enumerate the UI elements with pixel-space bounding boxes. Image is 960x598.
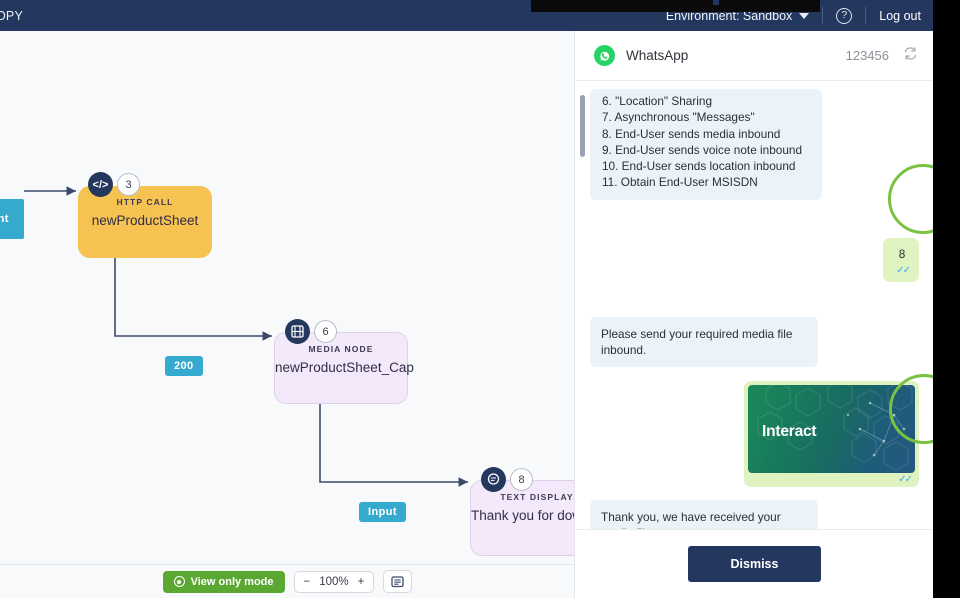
help-icon[interactable]: ? <box>836 7 853 24</box>
chat-simulator-panel: WhatsApp 123456 6. "Location" Sharing 7. <box>576 31 933 598</box>
media-brand-label: Interact <box>762 423 817 441</box>
node-title: newProductSheet_Cap <box>275 360 414 375</box>
media-film-icon <box>285 319 310 344</box>
zoom-in-button[interactable]: + <box>357 575 365 588</box>
chat-message-media[interactable]: Interact ✓✓ <box>744 381 919 488</box>
edge-label-incoming[interactable]: ent <box>0 199 24 239</box>
list-item: 11. Obtain End-User MSISDN <box>602 175 758 190</box>
node-step-number: 3 <box>117 173 140 196</box>
chat-footer: Dismiss <box>576 529 933 598</box>
chat-bubble-icon <box>481 467 506 492</box>
chat-message-incoming: Please send your required media file inb… <box>590 316 818 368</box>
read-receipt-icon: ✓✓ <box>898 474 913 486</box>
node-title: newProductSheet <box>91 213 199 228</box>
page-title: OPY <box>0 8 23 23</box>
view-only-mode-button[interactable]: View only mode <box>162 570 285 593</box>
media-thumbnail: Interact <box>748 385 915 474</box>
divider <box>822 7 824 24</box>
fit-to-screen-button[interactable] <box>383 570 413 593</box>
edge-label-200[interactable]: 200 <box>165 356 203 376</box>
list-item: 10. End-User sends location inbound <box>602 159 796 174</box>
node-kind-label: HTTP CALL <box>116 197 174 207</box>
menu-option-list: 6. "Location" Sharing 7. Asynchronous "M… <box>602 93 810 191</box>
list-item: 7. Asynchronous "Messages" <box>602 110 755 125</box>
list-item: 9. End-User sends voice note inbound <box>602 142 803 157</box>
flow-canvas[interactable]: ent </> 3 HTTP CALL newProductSheet 200 <box>0 31 575 598</box>
refresh-icon[interactable] <box>902 45 919 67</box>
canvas-toolbar: View only mode − 100% + <box>0 564 574 598</box>
chat-message-outgoing: 8 ✓✓ <box>883 237 919 282</box>
chat-header: WhatsApp 123456 <box>576 31 933 81</box>
list-item: 8. End-User sends media inbound <box>602 126 781 141</box>
edge-label-input[interactable]: Input <box>359 502 406 522</box>
chat-row-outgoing: 8 ✓✓ <box>590 237 919 282</box>
whatsapp-icon <box>594 45 615 66</box>
node-title: Thank you for downloading the C <box>471 508 574 523</box>
environment-selector[interactable]: Environment: Sandbox <box>665 8 810 23</box>
zoom-out-button[interactable]: − <box>303 575 311 588</box>
zoom-controls: − 100% + <box>293 570 375 593</box>
chat-message-text: Please send your required media file inb… <box>601 326 793 357</box>
chat-scrollbar[interactable] <box>578 81 585 529</box>
top-header-controls: Environment: Sandbox ? Log out <box>666 0 933 31</box>
node-badges: </> 3 <box>88 172 140 197</box>
screen-edge-mask <box>933 0 960 598</box>
zoom-level-label: 100% <box>319 575 349 588</box>
code-icon: </> <box>88 172 113 197</box>
node-kind-label: MEDIA NODE <box>308 344 374 354</box>
chat-message-text: Thank you, we have received your media f… <box>601 510 781 529</box>
flow-node-media[interactable]: 6 MEDIA NODE newProductSheet_Cap <box>274 319 414 404</box>
node-badges: 8 <box>481 467 533 492</box>
view-only-mode-label: View only mode <box>190 575 274 588</box>
read-receipt-icon: ✓✓ <box>896 264 911 276</box>
divider <box>865 7 867 24</box>
node-step-number: 6 <box>314 320 337 343</box>
flow-connectors <box>24 186 468 487</box>
screen-overlay-band <box>531 0 820 12</box>
node-badges: 6 <box>285 319 337 344</box>
eye-icon <box>173 576 185 587</box>
chat-message-incoming: Thank you, we have received your media f… <box>590 500 818 529</box>
chat-scrollbar-thumb[interactable] <box>580 95 585 157</box>
fit-to-screen-icon <box>391 575 405 587</box>
flow-node-text-display[interactable]: 8 TEXT DISPLAY Thank you for downloading… <box>470 467 574 556</box>
chat-msisdn: 123456 <box>845 48 889 63</box>
screen-overlay-notch <box>713 0 719 5</box>
chat-message-text: 8 <box>898 246 906 261</box>
logout-button[interactable]: Log out <box>879 8 921 23</box>
dismiss-button[interactable]: Dismiss <box>687 546 822 582</box>
environment-label: Environment: Sandbox <box>665 8 793 23</box>
chat-message-incoming: 6. "Location" Sharing 7. Asynchronous "M… <box>590 89 822 200</box>
list-item: 6. "Location" Sharing <box>602 94 713 108</box>
chevron-down-icon <box>799 12 810 19</box>
node-kind-label: TEXT DISPLAY <box>500 492 574 502</box>
chat-row-outgoing: Interact ✓✓ <box>590 381 919 488</box>
node-step-number: 8 <box>510 468 533 491</box>
chat-channel-name: WhatsApp <box>626 48 689 63</box>
chat-message-list[interactable]: 6. "Location" Sharing 7. Asynchronous "M… <box>576 81 933 529</box>
flow-node-http-call[interactable]: </> 3 HTTP CALL newProductSheet <box>78 172 212 258</box>
